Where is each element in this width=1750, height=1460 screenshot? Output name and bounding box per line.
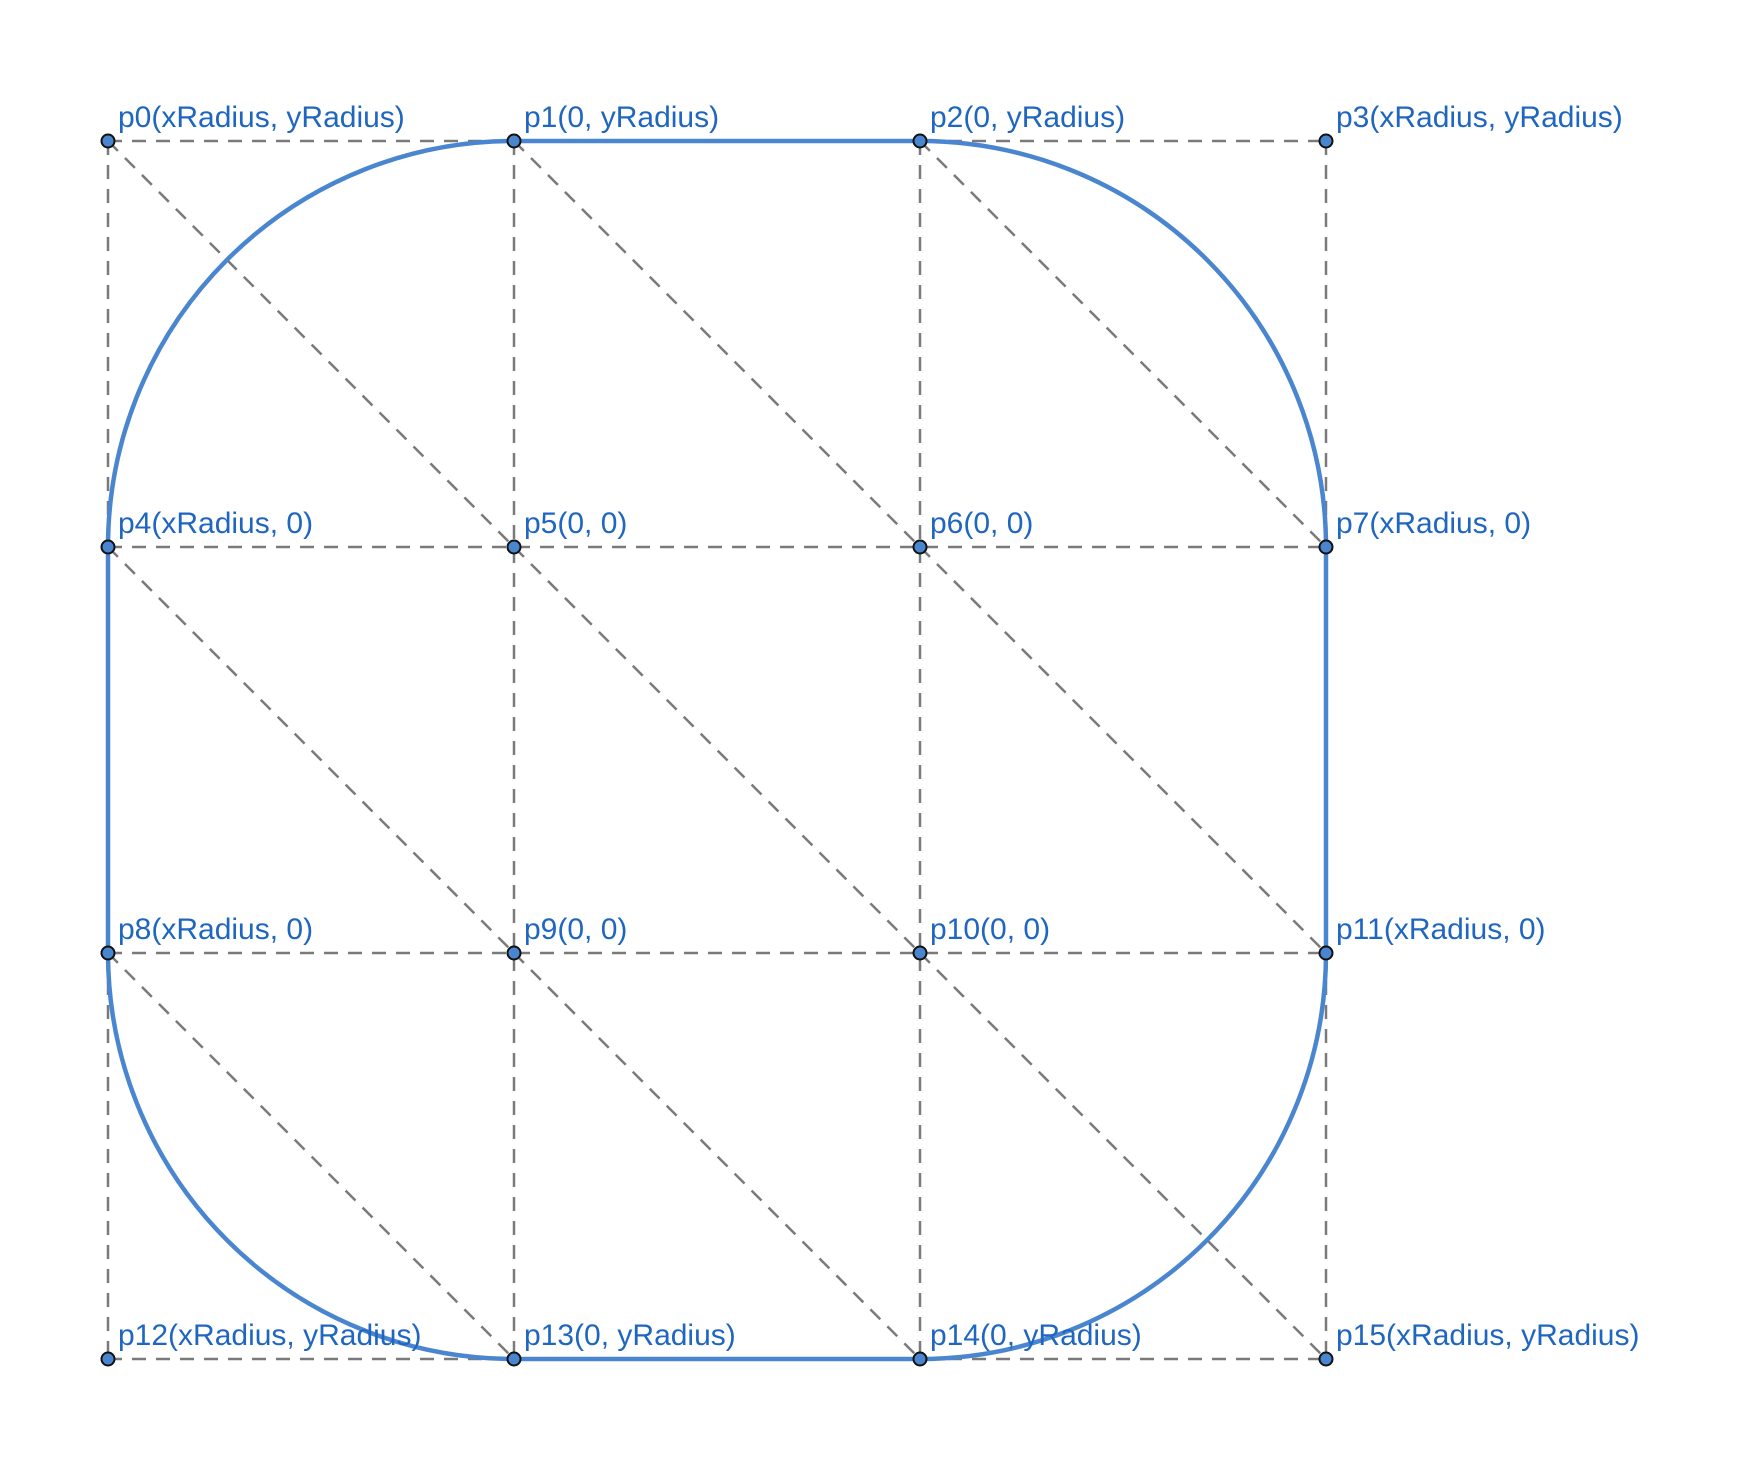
control-point-p8 [100,945,116,961]
grid-diagonal-line [107,952,515,1360]
control-point-p2 [912,133,928,149]
point-label-p11: p11(xRadius, 0) [1336,913,1546,946]
control-point-p0 [100,133,116,149]
control-point-p15 [1318,1351,1334,1367]
point-label-p8: p8(xRadius, 0) [118,913,313,946]
point-label-p12: p12(xRadius, yRadius) [118,1319,421,1352]
point-label-p1: p1(0, yRadius) [524,101,719,134]
point-labels: p0(xRadius, yRadius) p1(0, yRadius) p2(0, … [118,101,1639,1352]
dashed-grid [106,139,1328,1361]
control-point-p5 [506,539,522,555]
point-label-p9: p9(0, 0) [524,913,627,946]
control-point-p6 [912,539,928,555]
control-point-p9 [506,945,522,961]
grid-diagonal-line [513,546,921,954]
control-points [100,133,1334,1367]
point-label-p5: p5(0, 0) [524,507,627,540]
point-label-p2: p2(0, yRadius) [930,101,1125,134]
point-label-p7: p7(xRadius, 0) [1336,507,1531,540]
point-label-p10: p10(0, 0) [930,913,1050,946]
control-point-p4 [100,539,116,555]
grid-diagonal-line [919,952,1327,1360]
control-point-p13 [506,1351,522,1367]
point-label-p15: p15(xRadius, yRadius) [1336,1319,1639,1352]
control-point-p14 [912,1351,928,1367]
grid-diagonal-line [919,546,1327,954]
grid-diagonal-line [513,952,921,1360]
control-point-p1 [506,133,522,149]
grid-diagonal-line [107,546,515,954]
control-point-p7 [1318,539,1334,555]
control-point-p3 [1318,133,1334,149]
point-label-p13: p13(0, yRadius) [524,1319,736,1352]
point-label-p0: p0(xRadius, yRadius) [118,101,405,134]
point-label-p14: p14(0, yRadius) [930,1319,1142,1352]
control-point-p11 [1318,945,1334,961]
grid-diagonal-line [513,140,921,548]
point-label-p4: p4(xRadius, 0) [118,507,313,540]
grid-diagonal-line [107,140,515,548]
point-label-p3: p3(xRadius, yRadius) [1336,101,1623,134]
control-point-p12 [100,1351,116,1367]
point-label-p6: p6(0, 0) [930,507,1033,540]
control-point-p10 [912,945,928,961]
grid-diagonal-line [919,140,1327,548]
